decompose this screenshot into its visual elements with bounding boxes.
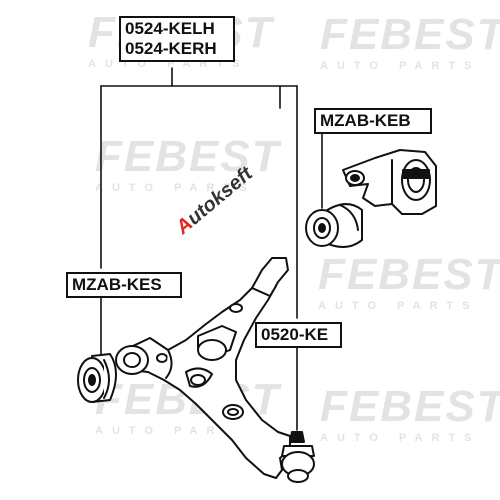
part-number-mzab-keb: MZAB-KEB — [320, 111, 411, 130]
part-number-0524-kelh: 0524-KELH — [125, 19, 215, 38]
part-label-0520-ke: 0520-KE — [255, 322, 342, 348]
leader-lines — [100, 67, 323, 431]
part-label-mzab-kes: MZAB-KES — [66, 272, 182, 298]
control-arm — [119, 257, 291, 479]
ball-joint — [281, 431, 315, 483]
rear-bushing — [305, 203, 363, 248]
part-label-mzab-keb: MZAB-KEB — [314, 108, 432, 134]
part-label-0524-kelh-kerh: 0524-KELH 0524-KERH — [119, 16, 235, 62]
part-number-0524-kerh: 0524-KERH — [125, 39, 217, 58]
front-bushing — [77, 353, 117, 403]
rear-bushing-bracket — [342, 149, 437, 215]
arm-front-bushing — [115, 345, 149, 375]
part-number-0520-ke: 0520-KE — [261, 325, 329, 344]
part-number-mzab-kes: MZAB-KES — [72, 275, 162, 294]
